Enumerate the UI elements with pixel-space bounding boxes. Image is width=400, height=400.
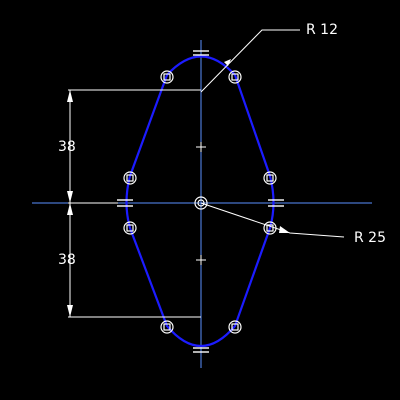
grip-right-upper[interactable] [263,171,277,185]
grip-top-left[interactable] [160,70,174,84]
dimensions: 38 38 [58,89,201,318]
upper-dimension-arrow-bottom [67,191,73,203]
grip-markers[interactable] [123,70,277,334]
slot-profile[interactable] [125,55,275,348]
grip-right-lower[interactable] [263,221,277,235]
grip-bottom-left[interactable] [160,320,174,334]
upper-dimension-text: 38 [58,139,76,155]
radius-annotations: R 12 R 25 [200,22,386,246]
lower-dimension-text: 38 [58,252,76,268]
tangent-markers [117,50,284,353]
top-radius-leader [200,29,300,93]
top-radius-label: R 12 [306,22,338,38]
grip-left-upper[interactable] [123,171,137,185]
profile-outline[interactable] [125,55,275,348]
lower-dimension-arrow-bottom [67,305,73,317]
grip-bottom-right[interactable] [228,320,242,334]
grip-left-lower[interactable] [123,221,137,235]
upper-dimension-arrow-top [67,90,73,102]
mid-radius-arrow [279,226,290,233]
grip-center[interactable] [194,196,208,210]
grip-top-right[interactable] [228,70,242,84]
lower-dimension-arrow-top [67,203,73,215]
top-radius-arrow [224,59,231,66]
centerlines [32,40,372,368]
mid-radius-label: R 25 [354,230,386,246]
